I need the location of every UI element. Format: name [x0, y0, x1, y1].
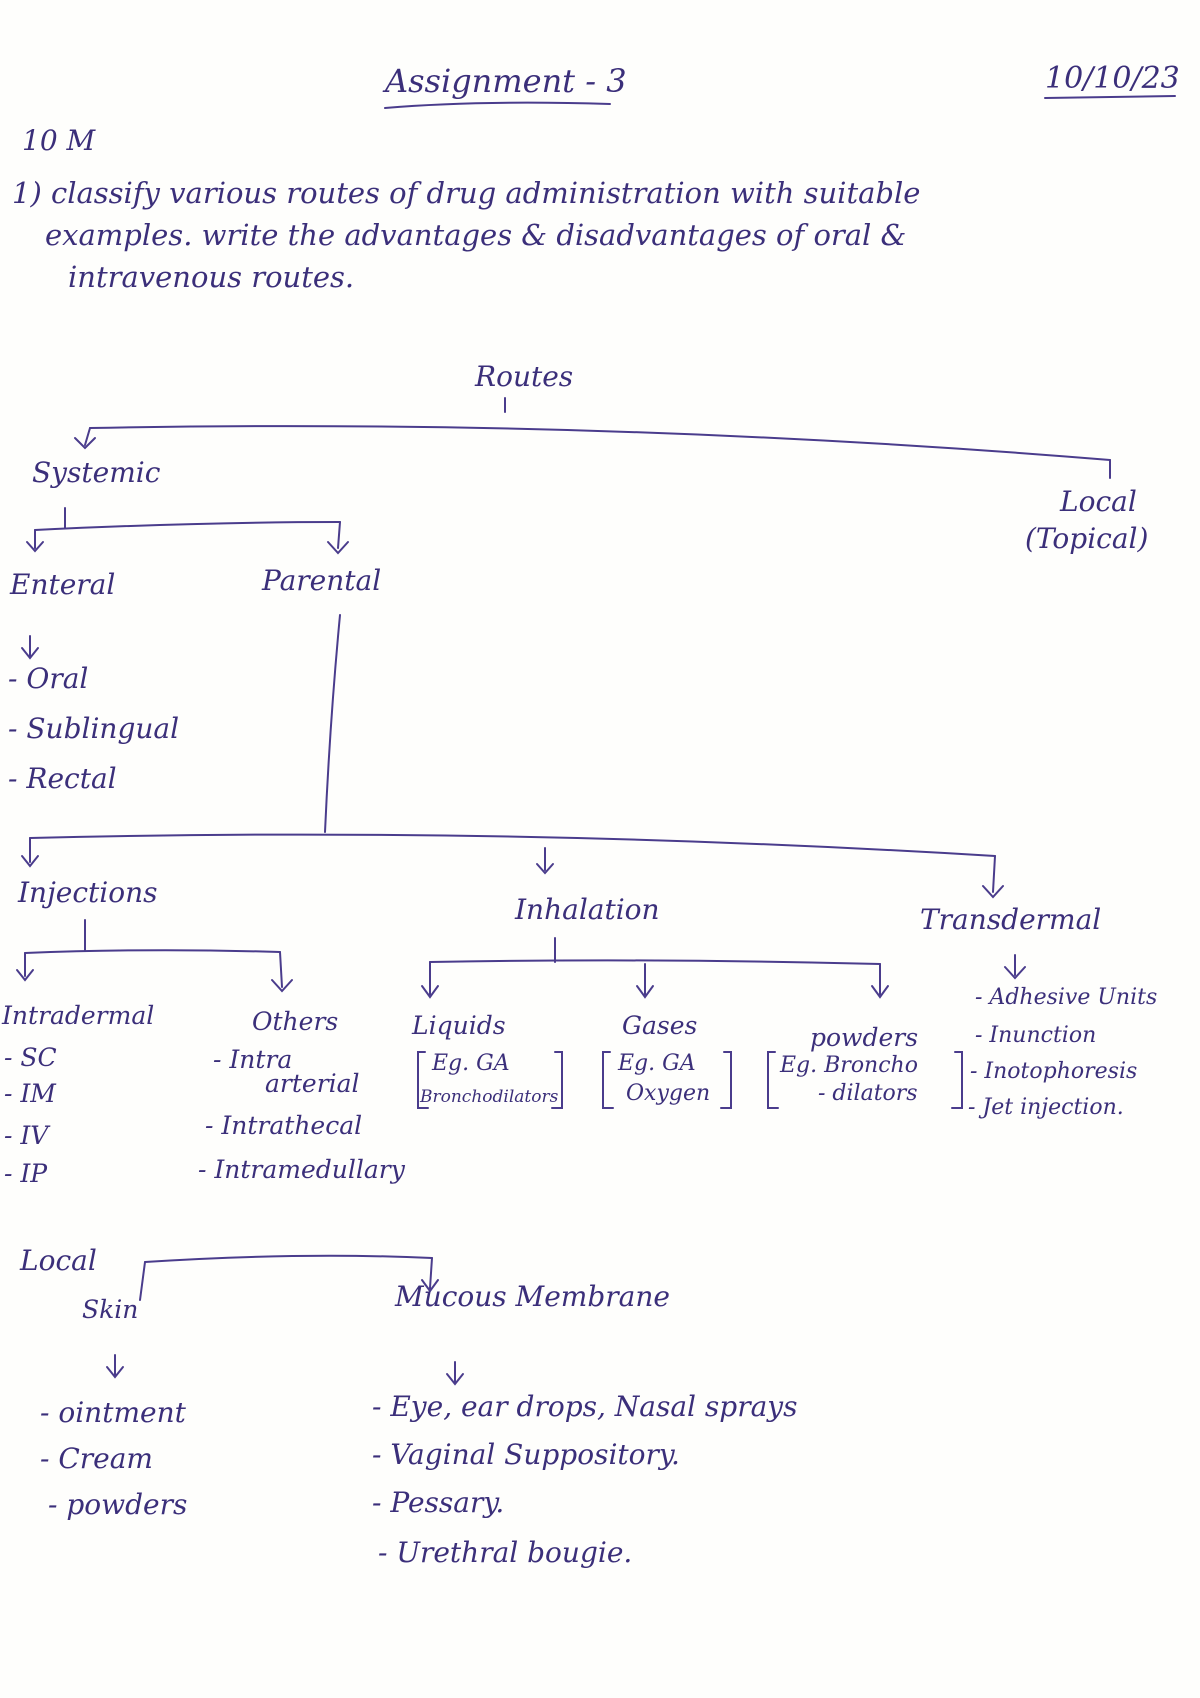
others-item: arterial: [265, 1069, 360, 1098]
transdermal-item: - Jet injection.: [968, 1095, 1124, 1120]
intradermal-item: - IM: [4, 1079, 56, 1108]
assignment-title: Assignment - 3: [385, 62, 627, 100]
injections-node: Injections: [18, 876, 158, 909]
skin-node: Skin: [82, 1295, 139, 1324]
topical-node: (Topical): [1025, 522, 1149, 555]
others-item: - Intramedullary: [198, 1155, 405, 1184]
others-item: - Intra: [213, 1045, 293, 1074]
intradermal-item: - IV: [4, 1121, 49, 1150]
liquids-example: Bronchodilators: [420, 1087, 559, 1107]
question-line-3: intravenous routes.: [68, 260, 355, 294]
parental-node: Parental: [262, 564, 382, 597]
powders-example: Eg. Broncho: [780, 1053, 918, 1078]
transdermal-item: - Inunction: [975, 1023, 1097, 1048]
intradermal-node: Intradermal: [2, 1001, 155, 1030]
marks-label: 10 M: [22, 124, 96, 157]
gases-node: Gases: [622, 1011, 698, 1040]
powders-node: powders: [810, 1023, 919, 1052]
transdermal-item: - Adhesive Units: [975, 985, 1158, 1010]
liquids-node: Liquids: [412, 1011, 506, 1040]
inhalation-node: Inhalation: [515, 893, 660, 926]
assignment-date: 10/10/23: [1045, 61, 1180, 96]
skin-item: - Cream: [40, 1442, 153, 1475]
local-node: Local: [1060, 485, 1137, 518]
gases-example: Oxygen: [626, 1081, 711, 1106]
intradermal-item: - IP: [4, 1159, 48, 1188]
mucous-item: - Urethral bougie.: [378, 1536, 633, 1569]
enteral-item: - Oral: [8, 662, 89, 695]
mucous-membrane-node: Mucous Membrane: [395, 1280, 670, 1313]
gases-example: Eg. GA: [618, 1051, 696, 1076]
mucous-item: - Pessary.: [372, 1486, 505, 1519]
systemic-node: Systemic: [32, 456, 161, 489]
others-node: Others: [252, 1007, 339, 1036]
question-line-1: 1) classify various routes of drug admin…: [12, 176, 921, 210]
others-item: - Intrathecal: [205, 1111, 363, 1140]
routes-root: Routes: [475, 360, 574, 393]
transdermal-node: Transdermal: [920, 903, 1102, 936]
mucous-item: - Eye, ear drops, Nasal sprays: [372, 1390, 798, 1423]
enteral-node: Enteral: [10, 568, 116, 601]
enteral-item: - Rectal: [8, 762, 117, 795]
skin-item: - ointment: [40, 1396, 186, 1429]
skin-item: - powders: [48, 1488, 188, 1521]
local-section-label: Local: [20, 1244, 97, 1277]
enteral-item: - Sublingual: [8, 712, 180, 745]
transdermal-item: - Inotophoresis: [970, 1059, 1138, 1084]
mucous-item: - Vaginal Suppository.: [372, 1438, 680, 1471]
liquids-example: Eg. GA: [432, 1051, 510, 1076]
powders-example: - dilators: [818, 1081, 918, 1106]
intradermal-item: - SC: [4, 1043, 57, 1072]
question-line-2: examples. write the advantages & disadva…: [45, 218, 907, 252]
